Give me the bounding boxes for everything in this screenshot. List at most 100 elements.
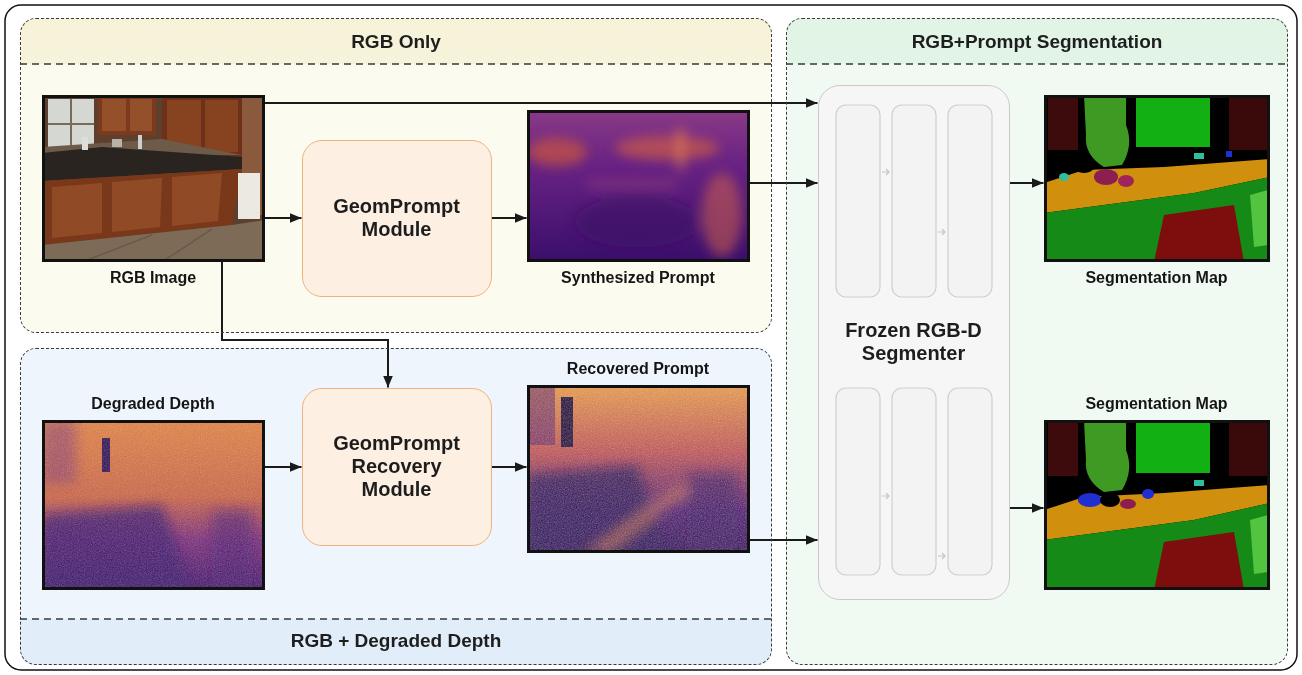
segmentation-map <box>1094 169 1118 185</box>
group-panel: RGB OnlyRGB Image GeomPrompt Module Synthe… <box>20 18 772 333</box>
image-frame: Segmentation Map <box>1044 420 1270 590</box>
kitchen-photo <box>48 99 94 149</box>
prompt-heatmap <box>587 180 677 188</box>
depth-map <box>527 385 750 553</box>
panel-grounds <box>20 18 1288 665</box>
depth-map <box>42 420 265 590</box>
image-caption: Segmentation Map <box>1085 394 1227 413</box>
image-frame: Segmentation Map <box>1044 95 1270 262</box>
segmentation-map <box>1154 532 1244 590</box>
kitchen-photo <box>102 99 126 131</box>
segmentation-map <box>1044 95 1270 262</box>
image-caption: Recovered Prompt <box>567 359 709 378</box>
flow-arrow <box>750 182 818 184</box>
segmentation-map <box>1136 420 1210 473</box>
segmentation-map <box>1194 480 1204 486</box>
kitchen-photo <box>42 220 265 262</box>
prompt-heatmap <box>527 138 587 166</box>
kitchen-photo <box>112 139 122 147</box>
segmentation-map <box>1084 420 1129 492</box>
panel-band <box>786 18 1288 64</box>
kitchen-photo <box>82 229 212 262</box>
segmenter-layers <box>948 388 992 575</box>
flow-arrow <box>265 217 302 219</box>
kitchen-photo <box>42 95 265 262</box>
segmentation-map <box>1120 499 1136 509</box>
segmentation-map <box>1078 493 1102 507</box>
image-caption: RGB Image <box>110 268 196 287</box>
segmenter-ground <box>818 85 1010 600</box>
kitchen-photo <box>205 100 238 152</box>
segmentation-map <box>1044 420 1270 590</box>
module-box: GeomPrompt Module <box>302 140 492 297</box>
segmentation-map <box>1229 420 1267 476</box>
depth-map <box>527 385 750 553</box>
segmentation-map <box>1250 515 1268 574</box>
segmenter-layers <box>948 105 992 297</box>
prompt-heatmap <box>527 110 750 262</box>
segmentation-map <box>1100 493 1120 507</box>
band-divider <box>786 63 1288 65</box>
outer-frame <box>5 5 1297 670</box>
panel-ground <box>786 18 1288 665</box>
flow-arrow <box>1010 182 1044 184</box>
segmentation-map <box>1044 420 1270 590</box>
depth-map <box>527 385 750 553</box>
image-frame: Synthesized Prompt <box>527 110 750 262</box>
segmentation-map <box>1226 151 1232 157</box>
depth-map <box>527 385 750 553</box>
flow-arrow <box>492 217 527 219</box>
segmenter-layers <box>836 388 880 575</box>
segmentation-map <box>1074 161 1094 173</box>
segmentation-map <box>1194 153 1204 159</box>
segmentation-map <box>1142 489 1154 499</box>
prompt-heatmap <box>527 128 742 257</box>
panel-band <box>20 18 772 64</box>
segmentation-map <box>1250 190 1268 247</box>
panel-ground <box>20 348 772 665</box>
flow-arrow <box>492 466 527 468</box>
segmentation-map <box>1044 503 1270 590</box>
kitchen-photo <box>42 95 265 262</box>
segmenter-layers <box>892 388 936 575</box>
prompt-heatmap <box>615 136 719 160</box>
flow-arrow <box>265 102 818 104</box>
depth-map <box>42 420 265 590</box>
prompt-heatmap <box>575 196 699 248</box>
segmentation-map <box>1118 175 1134 187</box>
group-panel: RGB+Prompt SegmentationFrozen RGB-D Segm… <box>786 18 1288 665</box>
flow-arrow <box>1010 507 1044 509</box>
image-caption: Segmentation Map <box>1085 268 1227 287</box>
segmentation-map <box>1154 205 1244 262</box>
segmentation-map <box>1044 420 1270 590</box>
segmentation-map <box>1048 95 1078 150</box>
panel-title: RGB+Prompt Segmentation <box>787 19 1287 65</box>
module-label: GeomPrompt Recovery Module <box>317 432 477 501</box>
segmentation-map <box>1084 95 1129 167</box>
prompt-heatmap <box>527 110 750 262</box>
kitchen-photo <box>172 173 222 226</box>
segmenter-label: Frozen RGB-D Segmenter <box>833 319 995 365</box>
panel-title: RGB Only <box>21 19 771 65</box>
kitchen-photo <box>42 95 265 262</box>
kitchen-photo <box>130 99 152 131</box>
segmenter-layers <box>892 105 936 297</box>
image-caption: Degraded Depth <box>91 394 215 413</box>
panel-title: RGB + Degraded Depth <box>21 618 771 664</box>
module-label: GeomPrompt Module <box>317 195 477 241</box>
kitchen-photo <box>138 135 142 149</box>
kitchen-photo <box>82 137 88 150</box>
segmentation-map <box>1229 95 1267 150</box>
segmentation-map <box>1044 177 1270 262</box>
module-box: GeomPrompt Recovery Module <box>302 388 492 546</box>
depth-map <box>42 420 265 590</box>
flow-arrow <box>750 539 818 541</box>
segmenter-layers <box>836 105 880 297</box>
band-divider <box>20 63 772 65</box>
prompt-heatmap <box>702 173 742 257</box>
panel-band <box>20 619 772 665</box>
segmentation-map <box>1059 173 1069 181</box>
